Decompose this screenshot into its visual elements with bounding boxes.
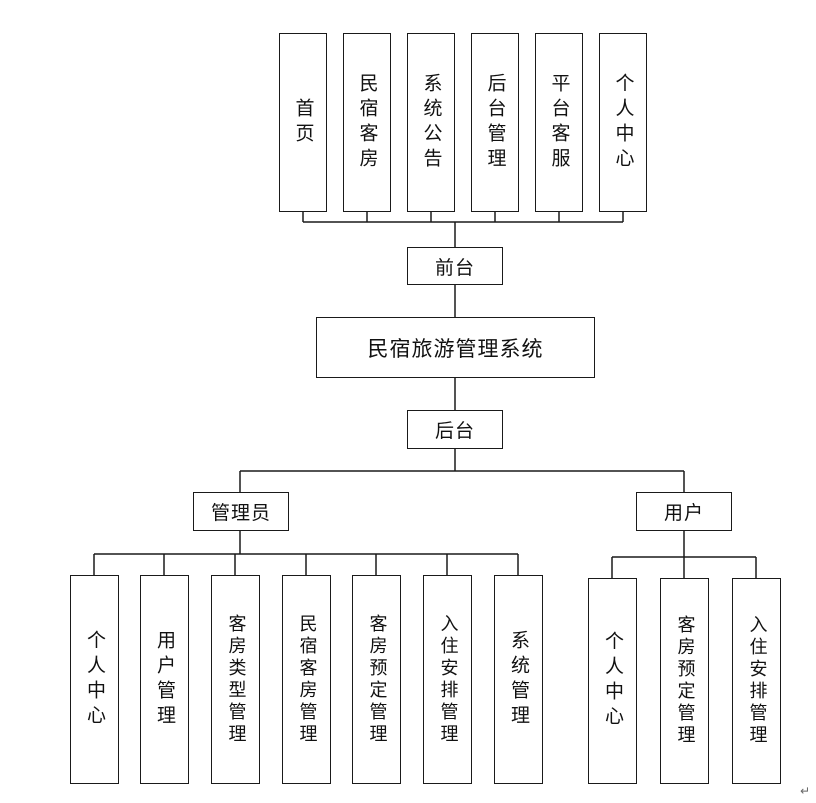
admin-module-label: 客房预定管理 bbox=[366, 613, 388, 746]
admin-module-label: 客房类型管理 bbox=[225, 613, 247, 746]
admin-module-system-management: 系统管理 bbox=[494, 575, 543, 784]
front-module-rooms: 民宿客房 bbox=[343, 33, 391, 212]
admin-module-booking-management: 客房预定管理 bbox=[352, 575, 401, 784]
admin-module-profile: 个人中心 bbox=[70, 575, 119, 784]
user-module-label: 客房预定管理 bbox=[674, 615, 696, 747]
front-module-home: 首页 bbox=[279, 33, 327, 212]
admin-module-checkin-management: 入住安排管理 bbox=[423, 575, 472, 784]
user-label: 用户 bbox=[663, 502, 704, 524]
frontend-label: 前台 bbox=[434, 256, 475, 279]
backend-node: 后台 bbox=[407, 410, 503, 449]
front-module-label: 平台客服 bbox=[548, 72, 571, 173]
user-node: 用户 bbox=[636, 492, 732, 531]
frontend-node: 前台 bbox=[407, 247, 503, 285]
user-module-checkin-management: 入住安排管理 bbox=[732, 578, 781, 784]
user-module-label: 个人中心 bbox=[602, 631, 624, 731]
front-module-label: 个人中心 bbox=[612, 72, 635, 173]
admin-module-label: 入住安排管理 bbox=[437, 613, 459, 746]
admin-label: 管理员 bbox=[210, 502, 271, 524]
user-module-profile: 个人中心 bbox=[588, 578, 637, 784]
user-module-label: 入住安排管理 bbox=[746, 615, 768, 747]
front-module-backend: 后台管理 bbox=[471, 33, 519, 212]
admin-module-user-management: 用户管理 bbox=[140, 575, 189, 784]
paragraph-mark-icon: ↵ bbox=[800, 784, 811, 798]
user-module-booking-management: 客房预定管理 bbox=[660, 578, 709, 784]
front-module-label: 系统公告 bbox=[420, 72, 443, 173]
front-module-label: 后台管理 bbox=[484, 72, 507, 173]
front-module-label: 首页 bbox=[292, 97, 315, 148]
front-module-label: 民宿客房 bbox=[356, 72, 379, 173]
admin-module-room-management: 民宿客房管理 bbox=[282, 575, 331, 784]
admin-module-room-type-management: 客房类型管理 bbox=[211, 575, 260, 784]
system-node: 民宿旅游管理系统 bbox=[316, 317, 595, 378]
admin-module-label: 民宿客房管理 bbox=[296, 613, 318, 746]
admin-module-label: 个人中心 bbox=[84, 629, 106, 730]
front-module-support: 平台客服 bbox=[535, 33, 583, 212]
admin-module-label: 用户管理 bbox=[154, 629, 176, 730]
front-module-announcements: 系统公告 bbox=[407, 33, 455, 212]
system-title: 民宿旅游管理系统 bbox=[367, 336, 544, 361]
admin-node: 管理员 bbox=[193, 492, 289, 531]
admin-module-label: 系统管理 bbox=[508, 629, 530, 730]
front-module-profile: 个人中心 bbox=[599, 33, 647, 212]
backend-label: 后台 bbox=[434, 420, 475, 442]
